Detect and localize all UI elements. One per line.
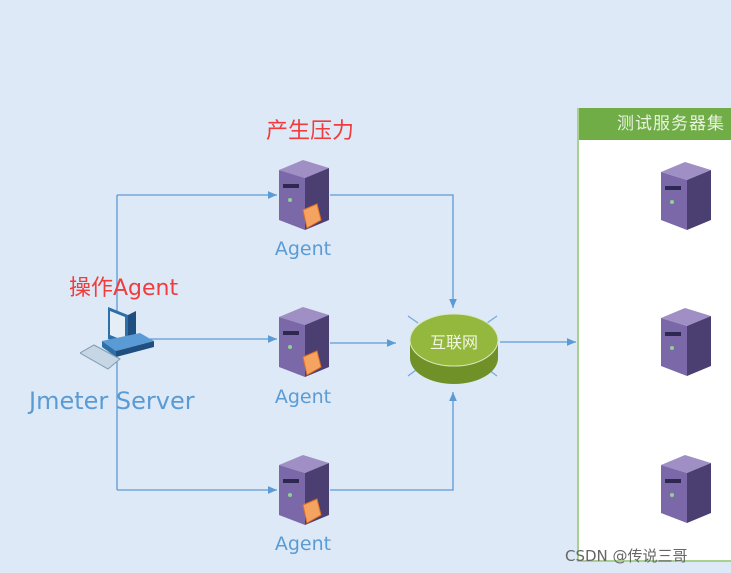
agent-1-label: Agent: [274, 238, 332, 260]
watermark: CSDN @传说三哥: [565, 547, 688, 565]
agent-2[interactable]: [277, 305, 333, 387]
server-icon: [661, 308, 711, 376]
agent-1-to-internet: [330, 194, 457, 308]
agent-3[interactable]: [277, 453, 333, 535]
network-hub-icon: [409, 313, 499, 384]
desktop-computer-icon: [78, 305, 160, 379]
controller-label: Jmeter Server: [29, 387, 195, 415]
agent-1[interactable]: [277, 158, 333, 240]
internet-hub[interactable]: 互联网: [408, 310, 500, 388]
agent-3-label: Agent: [274, 533, 332, 555]
server-icon: [661, 455, 711, 523]
annotation-generate-load: 产生压力: [266, 119, 355, 144]
cluster-server-1[interactable]: [659, 160, 715, 236]
server-icon: [279, 307, 329, 377]
cluster-title: 测试服务器集: [579, 108, 731, 140]
internet-label: 互联网: [429, 333, 478, 352]
cluster-server-3[interactable]: [659, 453, 715, 529]
test-server-cluster: 测试服务器集: [577, 108, 731, 562]
cluster-server-2[interactable]: [659, 306, 715, 382]
agent-2-label: Agent: [274, 386, 332, 408]
server-icon: [661, 162, 711, 230]
server-icon: [279, 455, 329, 525]
server-icon: [279, 160, 329, 230]
annotation-operate-agent: 操作Agent: [69, 276, 179, 301]
agent-3-to-internet: [330, 392, 457, 491]
